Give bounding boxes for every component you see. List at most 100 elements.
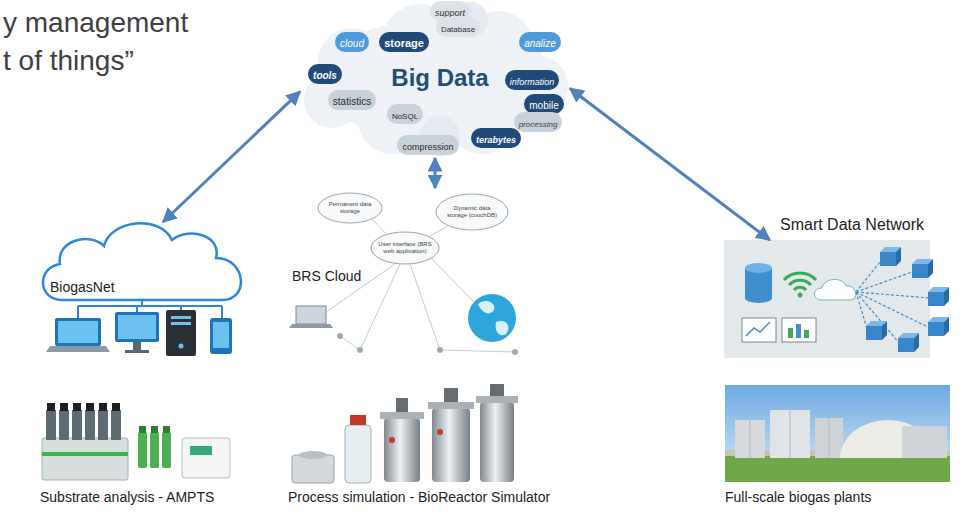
double-arrow (570, 88, 770, 240)
tag-text: support (435, 8, 465, 18)
brs-network-art (436, 194, 508, 230)
smart-data-network-art (866, 247, 949, 352)
smart-data-network-art (724, 240, 949, 358)
brs-network-art (340, 336, 360, 350)
big-data-cloud-art (452, 2, 488, 38)
smart-data-network-art (804, 330, 809, 338)
bioreactor-equipment (350, 415, 366, 425)
smart-data-network-art (789, 280, 811, 285)
smart-data-network-art (796, 324, 801, 338)
smart-data-network-art (928, 292, 944, 306)
cropped-bullet-text: y management (3, 6, 188, 40)
bioreactor-equipment (396, 398, 408, 412)
smart-data-network-art (944, 287, 949, 306)
ampts-equipment (150, 432, 159, 468)
biogasnet-art (55, 318, 101, 346)
ampts-equipment (162, 432, 171, 468)
biogasnet-art (213, 322, 229, 348)
bioreactor-equipment (345, 425, 371, 483)
ampts-equipment (139, 426, 170, 433)
brs-cloud-panel: BRS Cloud (280, 188, 528, 368)
ampts-equipment (182, 438, 230, 478)
tag-text: processing (519, 120, 558, 129)
bioreactor-equipment (490, 384, 504, 396)
tag-text: compression (402, 142, 453, 152)
ampts-equipment (151, 426, 158, 433)
biogas-plant-photo (750, 420, 751, 458)
biogasnet-art (43, 223, 241, 300)
biogas-plant-photo (829, 418, 830, 458)
picture-caption: Process simulation - BioReactor Simulato… (288, 489, 550, 506)
bioreactor-equipment (437, 429, 443, 435)
smart-data-network-art (912, 264, 928, 278)
tag-text: mobile (529, 100, 558, 112)
smart-data-network-art (724, 240, 930, 358)
biogasnet-art (166, 310, 196, 356)
biogasnet-art (221, 306, 223, 318)
tag-cloud: cloud (335, 32, 369, 52)
biogasnet-panel: BiogasNet (40, 222, 245, 356)
tag-text: storage (384, 37, 424, 50)
ampts-equipment (163, 426, 170, 433)
brs-network-art (440, 350, 515, 352)
biogas-plant-photo (725, 456, 950, 482)
brs-network-art (372, 219, 388, 236)
brs-network-art (326, 219, 515, 352)
bioreactor-equipment (299, 451, 327, 459)
bioreactor-equipment (292, 455, 334, 483)
bioreactor-equipment (389, 437, 395, 443)
double-arrow (163, 92, 300, 222)
tag-cloud: mobile (524, 94, 563, 114)
smart-data-network-art (880, 252, 896, 266)
smart-data-network-art (788, 328, 793, 338)
brs-network-art (428, 226, 448, 237)
smart-data-network-art (782, 318, 816, 342)
brs-network-art (371, 232, 439, 264)
biogas-plant-photo (725, 385, 950, 482)
ampts-equipment (47, 403, 55, 411)
bioreactor-equipment (380, 412, 424, 419)
cluster-title: Big Data (391, 64, 488, 92)
brs-network-art (496, 321, 509, 335)
big-data-cloud-art (420, 116, 460, 156)
biogas-plant-photo (790, 410, 791, 458)
smart-data-network-art (928, 322, 944, 336)
biogasnet-art (210, 318, 232, 354)
biogasnet-art (115, 312, 159, 342)
bioreactor-equipment (444, 388, 458, 402)
ampts-equipment (46, 410, 121, 440)
tag-text: analize (524, 38, 556, 50)
big-data-cloud-art (304, 72, 360, 128)
picture-caption: Substrate analysis - AMPTS (40, 489, 214, 506)
brs-network-art (360, 264, 400, 350)
ampts-equipment (73, 403, 81, 411)
interface-cloud-label: User interface (BRS web application) (377, 241, 433, 254)
ampts-equipment (42, 438, 128, 480)
ampts-equipment (59, 410, 69, 440)
tag-cloud: terabytes (471, 128, 521, 148)
storage-cloud-label-box: Dynamic data storage (couchDB) (443, 205, 501, 218)
smart-data-network-art (914, 333, 919, 352)
ampts-equipment (139, 426, 146, 433)
tag-cloud: support (430, 1, 470, 21)
brs-network-art (296, 306, 326, 324)
big-data-cloud-art (382, 4, 458, 80)
tag-cloud: NoSQL (387, 104, 423, 124)
ampts-equipment (190, 446, 212, 455)
biogas-plant-photo (725, 385, 950, 482)
biogasnet-art (78, 305, 222, 307)
ampts-equipment (99, 403, 107, 411)
bioreactor-equipment (480, 402, 514, 482)
smart-data-network-art (784, 273, 816, 290)
double-arrow (434, 158, 437, 188)
smart-data-network-art (745, 263, 772, 273)
smart-data-network-art (742, 318, 776, 342)
interface-cloud-label-box: User interface (BRS web application) (377, 241, 433, 254)
ampts-equipment (72, 410, 82, 440)
brs-network-art (318, 193, 382, 223)
big-data-cloud-art (508, 56, 568, 116)
tag-text: cloud (340, 38, 364, 50)
biogas-plant-photo (750, 410, 829, 458)
